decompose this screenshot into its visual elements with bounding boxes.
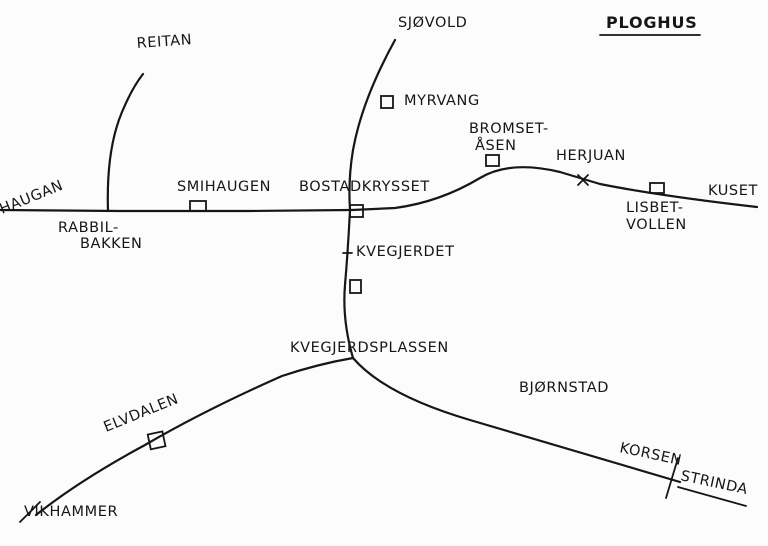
label-bostadkrysset: BOSTADKRYSSET: [299, 179, 430, 195]
label-korsen: KORSEN: [618, 440, 683, 469]
house-kvegjerdet: [349, 279, 362, 294]
label-kvegjerdet: KVEGJERDET: [356, 244, 455, 260]
road-reitan: [106, 72, 145, 213]
road-haugan-bostadkrysset: [0, 208, 354, 213]
house-bromset-asen: [485, 154, 500, 167]
house-bostadkrysset: [349, 204, 364, 218]
road-bostadkrysset-kuset: [350, 166, 759, 212]
vikhammer-strike: [19, 501, 41, 523]
label-vikhammer: VIKHAMMER: [24, 504, 118, 520]
label-bromset-1: BROMSET-: [469, 121, 549, 137]
label-reitan: REITAN: [136, 32, 193, 52]
house-lisbet-vollen: [649, 182, 665, 194]
label-haugan: HAUGAN: [0, 178, 66, 218]
road-kvegjerdsplassen-vikhammer: [34, 356, 355, 517]
label-rabbil-2: BAKKEN: [80, 236, 143, 252]
strinda-underline: [677, 486, 747, 507]
label-kvegjerdsplassen: KVEGJERDSPLASSEN: [290, 340, 449, 356]
label-sjovold: SJØVOLD: [398, 15, 467, 31]
crossing-mark-herjuan: [577, 174, 589, 186]
label-myrvang: MYRVANG: [404, 93, 480, 109]
house-elvdalen: [146, 430, 167, 451]
label-smihaugen: SMIHAUGEN: [177, 179, 271, 195]
road-kvegjerdsplassen-strinda: [351, 356, 682, 484]
label-strinda: STRINDA: [679, 468, 749, 498]
label-lisbet-2: VOLLEN: [626, 217, 687, 233]
label-bromset-2: ÅSEN: [475, 137, 517, 154]
label-bjornstad: BJØRNSTAD: [519, 380, 609, 396]
label-kuset: KUSET: [708, 183, 758, 199]
road-sjovold: [348, 38, 397, 212]
label-elvdalen: ELVDALEN: [102, 391, 182, 436]
map-title: PLOGHUS: [606, 13, 698, 32]
house-myrvang: [380, 95, 394, 109]
road-bostadkrysset-kvegjerdsplassen: [343, 208, 355, 360]
boundary-mark-strinda: [665, 457, 679, 499]
house-smihaugen: [189, 200, 207, 212]
label-herjuan: HERJUAN: [556, 148, 626, 164]
label-lisbet-1: LISBET-: [626, 200, 684, 216]
label-rabbil-1: RABBIL-: [58, 220, 119, 236]
